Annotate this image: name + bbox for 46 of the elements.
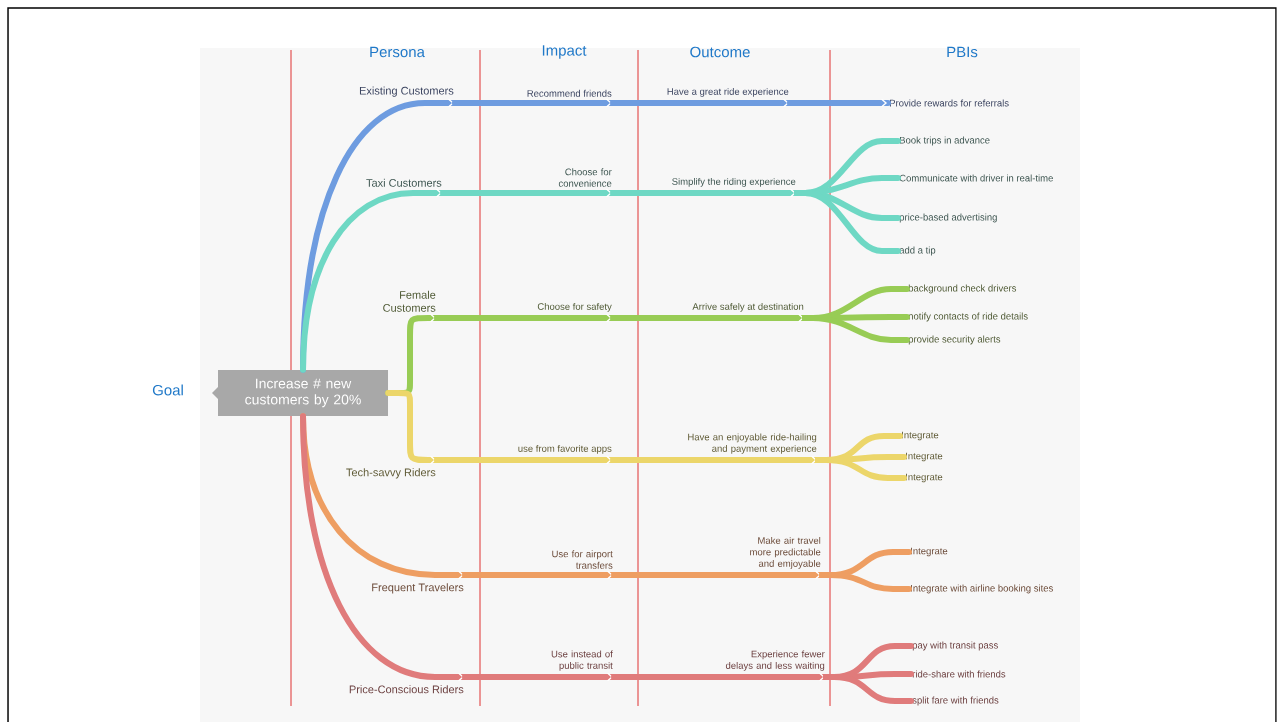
column-heading: Outcome <box>690 46 750 58</box>
branch-line <box>815 457 907 481</box>
goal-heading: Goal <box>152 384 183 396</box>
persona-label: Frequent Travelers <box>372 583 464 594</box>
branch-line <box>819 572 912 592</box>
impact-label: Use instead of public transit <box>551 650 613 671</box>
outcome-label: Make air travel more predictable and emjoyable <box>750 536 821 569</box>
pbi-label: split fare with friends <box>912 696 999 706</box>
pbi-label: add a tip <box>899 246 936 256</box>
persona-label: Price-Conscious Riders <box>349 685 464 694</box>
outcome-label: Have a great ride experience <box>667 87 789 97</box>
impact-label: Use for airport transfers <box>552 550 613 569</box>
outcome-label: Arrive safely at destination <box>692 302 804 312</box>
pbi-label: Integrate <box>906 473 943 483</box>
pbi-label: Integrate <box>902 431 939 441</box>
persona-label: Tech-savvy Riders <box>346 468 436 479</box>
pbi-label: pay with transit pass <box>912 641 998 651</box>
impact-label: use from favorite apps <box>518 444 612 454</box>
pbi-label: price-based advertising <box>899 213 997 223</box>
branch-line <box>802 315 910 343</box>
pbi-label: provide security alerts <box>908 335 1001 345</box>
persona-label: Taxi Customers <box>366 178 442 187</box>
outcome-label: Simplify the riding experience <box>672 177 796 187</box>
pbi-label: Integrate with airline booking sites <box>911 584 1053 594</box>
goal-box: Increase # new customers by 20% <box>212 370 388 416</box>
pbi-label: Provide rewards for referrals <box>890 99 1009 107</box>
persona-label: Existing Customers <box>359 86 454 97</box>
branch-line <box>787 98 891 108</box>
branch-line <box>794 190 901 254</box>
column-heading: Persona <box>370 46 425 58</box>
persona-label: Female Customers <box>383 290 436 312</box>
pbi-label: Communicate with driver in real-time <box>899 174 1053 182</box>
pbi-label: background check drivers <box>908 284 1017 294</box>
pbi-label: Integrate <box>911 547 948 557</box>
outcome-label: Experience fewer delays and less waiting <box>725 650 825 671</box>
impact-label: Choose for convenience <box>558 168 612 187</box>
branch-line <box>823 674 914 704</box>
pbi-label: ride-share with friends <box>912 670 1006 678</box>
pbi-label: notify contacts of ride details <box>908 312 1028 322</box>
pbi-label: Book trips in advance <box>900 136 990 146</box>
pbi-label: Integrate <box>906 452 943 462</box>
impact-label: Choose for safety <box>537 302 612 312</box>
column-heading: Impact <box>542 45 587 59</box>
impact-label: Recommend friends <box>527 89 612 97</box>
column-heading: PBIs <box>947 46 978 58</box>
outcome-label: Have an enjoyable ride-hailing and payment experience <box>688 433 817 454</box>
